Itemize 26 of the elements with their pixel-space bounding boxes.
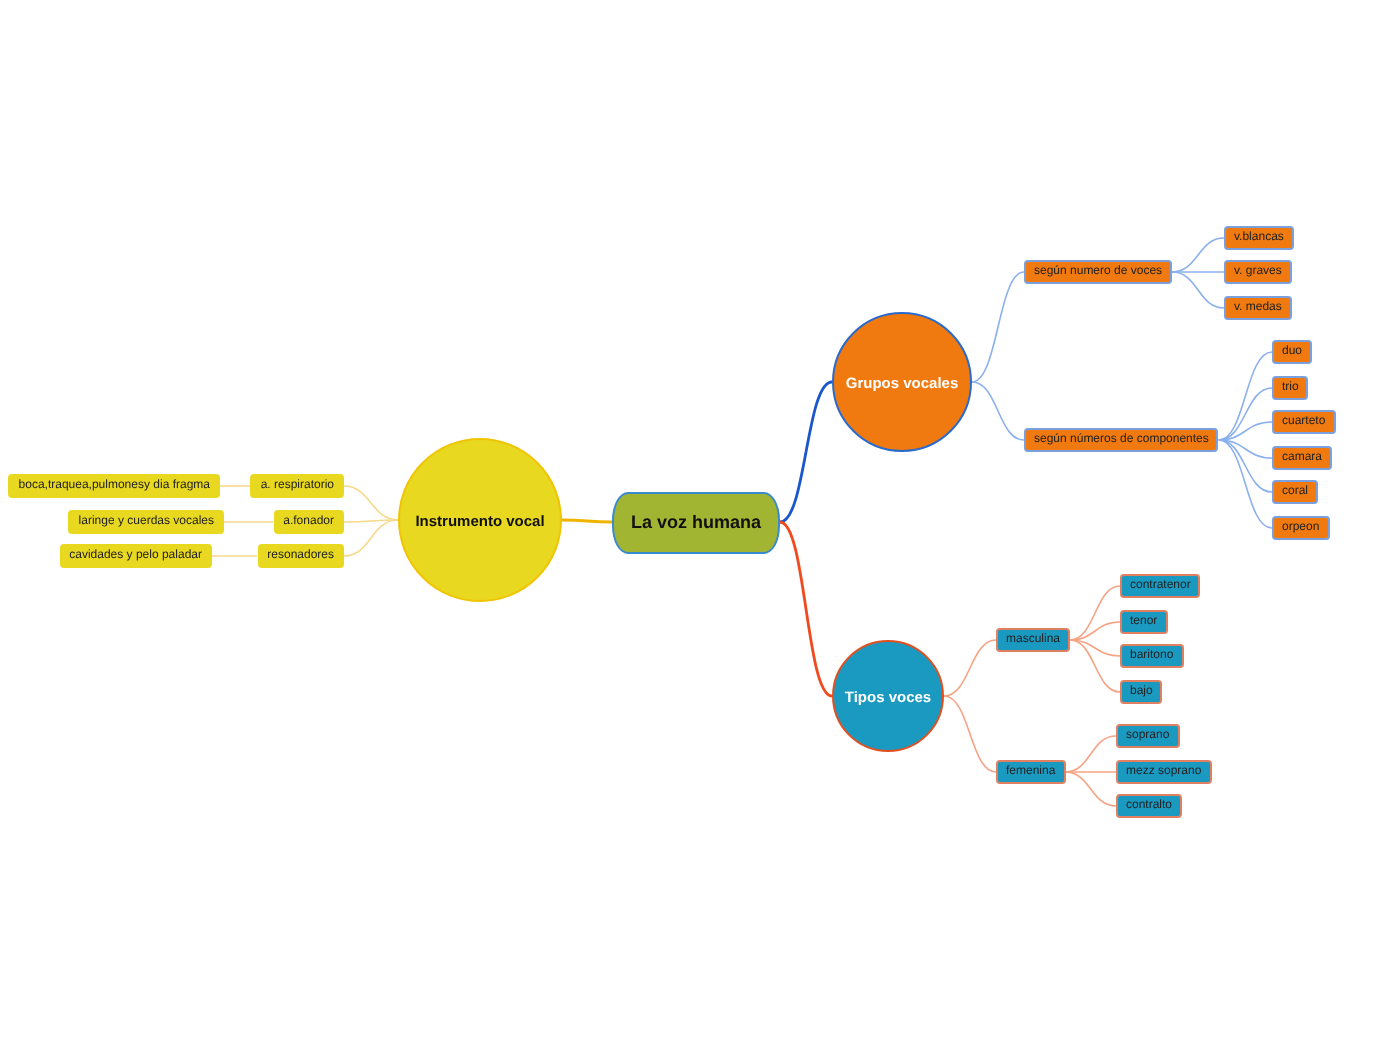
connector-line — [943, 695, 997, 773]
connector-line — [1064, 771, 1117, 807]
connector-line — [1218, 439, 1273, 459]
connector-line — [1069, 639, 1121, 657]
connector-line — [1218, 439, 1273, 529]
connector-line — [1171, 271, 1225, 273]
connector-line — [971, 381, 1025, 441]
connector-line — [562, 518, 612, 524]
connector-line — [1218, 351, 1273, 441]
connector-line — [211, 555, 259, 557]
connector-line — [1064, 771, 1117, 773]
central-topic: La voz humana — [612, 491, 780, 553]
connector-line — [1069, 639, 1121, 693]
connector-line — [1069, 585, 1121, 641]
connector-line — [1171, 271, 1225, 309]
connector-line — [943, 639, 997, 697]
connector-line — [1069, 621, 1121, 641]
connector-line — [1218, 387, 1273, 441]
connector-line — [219, 485, 252, 487]
connector-line — [343, 519, 399, 523]
connector-line — [779, 520, 833, 698]
connector-line — [779, 380, 833, 524]
connector-line — [223, 521, 275, 523]
connector-line — [971, 271, 1025, 383]
connector-line — [1218, 439, 1273, 493]
connector-line — [343, 519, 399, 557]
